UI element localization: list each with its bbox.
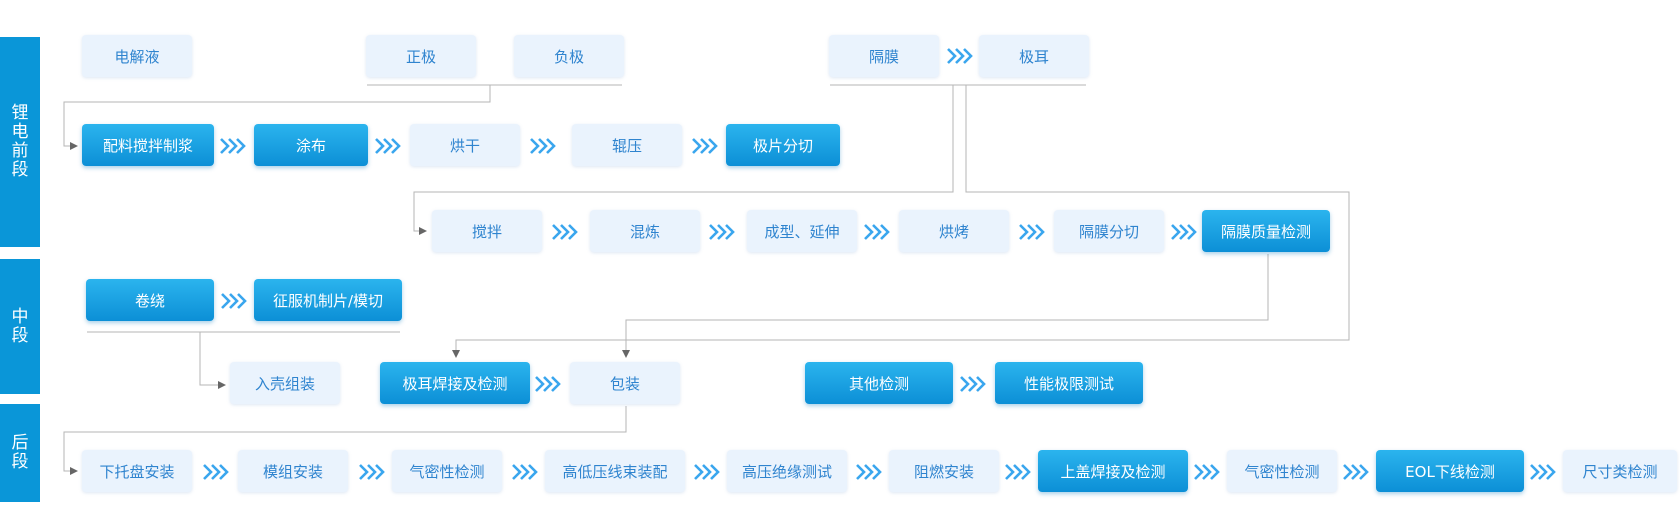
node-limit-test: 性能极限测试 [995,362,1143,404]
chevron-arrow-icon [1194,464,1220,480]
chevron-arrow-icon [1019,224,1045,240]
node-tray-install: 下托盘安装 [82,450,192,492]
chevron-arrow-icon [535,376,561,392]
node-other-inspection: 其他检测 [805,362,953,404]
chevron-arrow-icon [220,138,246,154]
chevron-arrow-icon [203,464,229,480]
node-separator: 隔膜 [829,35,939,77]
node-sep-inspection: 隔膜质量检测 [1202,210,1330,252]
chevron-arrow-icon [694,464,720,480]
stage-front: 锂电前段 [0,37,40,247]
chevron-arrow-icon [1530,464,1556,480]
node-cover-welding: 上盖焊接及检测 [1038,450,1188,492]
node-airtight-1: 气密性检测 [392,450,502,492]
chevron-arrow-icon [856,464,882,480]
chevron-arrow-icon [692,138,718,154]
node-slitting: 极片分切 [726,124,840,166]
stage-middle: 中段 [0,259,40,394]
node-anode: 负极 [514,35,624,77]
node-rolling: 辊压 [572,124,682,166]
node-coating: 涂布 [254,124,368,166]
node-flame-retardant: 阻燃安装 [889,450,999,492]
node-baking: 烘烤 [899,210,1009,252]
node-module-install: 模组安装 [238,450,348,492]
node-airtight-2: 气密性检测 [1227,450,1337,492]
chevron-arrow-icon [530,138,556,154]
node-electrolyte: 电解液 [82,35,192,77]
node-casing: 入壳组装 [230,362,340,404]
node-forming: 成型、延伸 [747,210,857,252]
chevron-arrow-icon [359,464,385,480]
chevron-arrow-icon [864,224,890,240]
chevron-arrow-icon [512,464,538,480]
chevron-arrow-icon [221,293,247,309]
chevron-arrow-icon [709,224,735,240]
node-winding: 卷绕 [86,279,214,321]
node-sep-slitting: 隔膜分切 [1054,210,1164,252]
chevron-arrow-icon [375,138,401,154]
node-dimension-test: 尺寸类检测 [1563,450,1677,492]
chevron-arrow-icon [960,376,986,392]
chevron-arrow-icon [947,48,973,64]
node-hv-insulation: 高压绝缘测试 [727,450,847,492]
stage-back: 后段 [0,404,40,502]
node-eol-test: EOL下线检测 [1376,450,1524,492]
chevron-arrow-icon [1005,464,1031,480]
node-tab-welding: 极耳焊接及检测 [380,362,530,404]
node-mixing-slurry: 配料搅拌制浆 [82,124,214,166]
stage-front-label: 锂电前段 [11,103,29,180]
node-cathode: 正极 [366,35,476,77]
stage-back-label: 后段 [11,433,29,472]
stage-middle-label: 中段 [11,306,29,346]
node-packaging: 包装 [570,362,680,404]
node-tab: 极耳 [979,35,1089,77]
chevron-arrow-icon [552,224,578,240]
node-die-cutting: 征服机制片/模切 [254,279,402,321]
chevron-arrow-icon [1171,224,1197,240]
node-stirring: 搅拌 [432,210,542,252]
node-drying: 烘干 [410,124,520,166]
chevron-arrow-icon [1343,464,1369,480]
node-hv-harness: 高低压线束装配 [545,450,685,492]
node-kneading: 混炼 [590,210,700,252]
